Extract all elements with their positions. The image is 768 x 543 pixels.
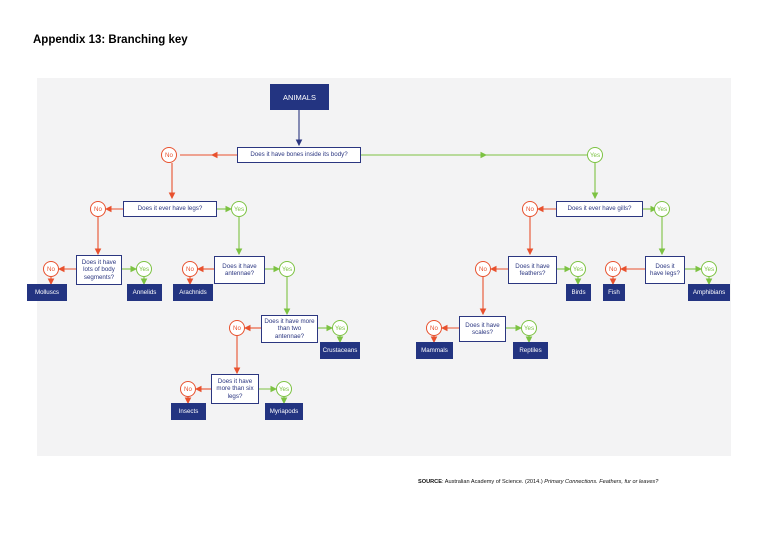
yes-circle: Yes — [231, 201, 247, 217]
no-circle: No — [90, 201, 106, 217]
group-fish: Fish — [603, 284, 625, 301]
no-circle: No — [229, 320, 245, 336]
group-crustaceans: Crustaceans — [320, 342, 360, 359]
group-birds: Birds — [566, 284, 591, 301]
no-circle: No — [475, 261, 491, 277]
no-circle: No — [182, 261, 198, 277]
yes-circle: Yes — [521, 320, 537, 336]
no-circle: No — [43, 261, 59, 277]
question-two-antennae: Does it have more than two antennae? — [261, 315, 318, 343]
question-scales: Does it have scales? — [459, 316, 506, 342]
question-segments: Does it have lots of body segments? — [76, 255, 122, 285]
source-text: : Australian Academy of Science. (2014.) — [441, 479, 545, 485]
yes-circle: Yes — [587, 147, 603, 163]
group-amphibians: Amphibians — [688, 284, 730, 301]
yes-circle: Yes — [276, 381, 292, 397]
no-circle: No — [426, 320, 442, 336]
yes-circle: Yes — [701, 261, 717, 277]
group-arachnids: Arachnids — [173, 284, 213, 301]
question-gills: Does it ever have gills? — [556, 201, 643, 217]
yes-circle: Yes — [332, 320, 348, 336]
no-circle: No — [161, 147, 177, 163]
question-six-legs: Does it have more than six legs? — [211, 374, 259, 404]
no-circle: No — [180, 381, 196, 397]
appendix-title: Appendix 13: Branching key — [33, 34, 188, 46]
group-mammals: Mammals — [416, 342, 453, 359]
root-animals-box: ANIMALS — [270, 84, 329, 110]
yes-circle: Yes — [136, 261, 152, 277]
source-label: SOURCE — [418, 479, 442, 485]
group-insects: Insects — [171, 403, 206, 420]
source-title: Primary Connections. Feathers, fur or le… — [544, 479, 659, 485]
no-circle: No — [605, 261, 621, 277]
question-bones: Does it have bones inside its body? — [237, 147, 361, 163]
question-has-legs: Does it have legs? — [645, 256, 685, 284]
source-citation: SOURCE: Australian Academy of Science. (… — [418, 479, 658, 485]
group-reptiles: Reptiles — [513, 342, 548, 359]
yes-circle: Yes — [570, 261, 586, 277]
group-molluscs: Molluscs — [27, 284, 67, 301]
group-myriapods: Myriapods — [265, 403, 303, 420]
no-circle: No — [522, 201, 538, 217]
group-annelids: Annelids — [127, 284, 162, 301]
question-feathers: Does it have feathers? — [508, 256, 557, 284]
yes-circle: Yes — [654, 201, 670, 217]
question-legs: Does it ever have legs? — [123, 201, 217, 217]
yes-circle: Yes — [279, 261, 295, 277]
question-antennae: Does it have antennae? — [214, 256, 265, 284]
